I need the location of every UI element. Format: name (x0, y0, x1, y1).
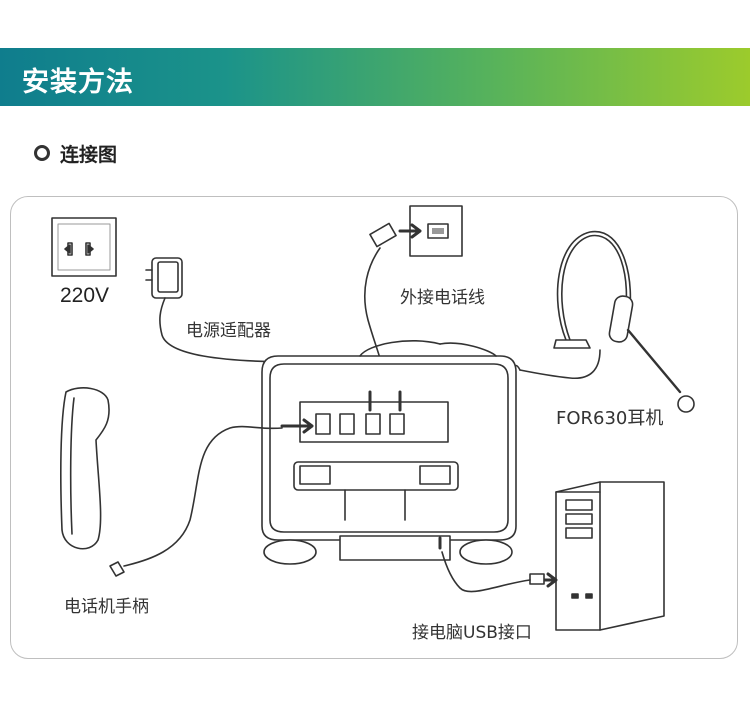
phone-base-icon (261, 339, 517, 565)
usb-label: 接电脑USB接口 (412, 623, 532, 643)
headset-label: FOR630耳机 (556, 408, 664, 429)
wall-outlet-icon (51, 217, 117, 277)
headset-icon (409, 230, 695, 413)
header-banner: 安装方法 (0, 48, 750, 106)
computer-tower-icon (441, 481, 665, 631)
external-line-label: 外接电话线 (400, 288, 485, 308)
handset-icon (60, 387, 283, 577)
section-bullet-icon (34, 145, 50, 161)
handset-label: 电话机手柄 (64, 597, 149, 617)
phone-jack-icon (364, 205, 463, 381)
section-title: 连接图 (60, 144, 118, 166)
port-arrows-icon (280, 390, 442, 550)
banner-title: 安装方法 (22, 67, 134, 98)
voltage-label: 220V (60, 284, 110, 307)
power-adapter-label: 电源适配器 (186, 321, 271, 341)
